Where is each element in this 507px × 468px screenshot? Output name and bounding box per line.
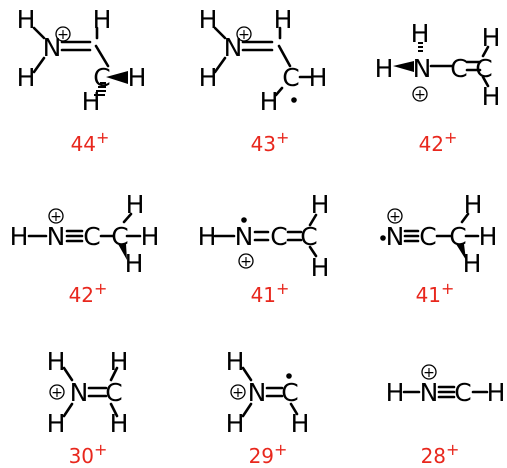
hydrogen-atom: H xyxy=(110,347,129,376)
hydrogen-atom: H xyxy=(274,5,293,34)
hydrogen-atom: H xyxy=(482,82,501,111)
hydrogen-atom: H xyxy=(199,63,218,92)
carbon-atom: C xyxy=(449,222,466,251)
positive-charge-icon: + xyxy=(49,384,65,401)
positive-charge-icon: + xyxy=(55,26,71,43)
hydrogen-atom: H xyxy=(198,222,217,251)
hydrogen-atom: H xyxy=(17,63,36,92)
hydrogen-atom: H xyxy=(311,253,330,282)
carbon-atom: C xyxy=(419,222,436,251)
nitrogen-atom: N xyxy=(47,222,66,251)
mass-label-42b: 42+ xyxy=(69,279,108,307)
hydrogen-atom: H xyxy=(375,54,394,83)
mass-label-42a: 42+ xyxy=(419,128,458,156)
hydrogen-atom: H xyxy=(309,63,328,92)
svg-text:+: + xyxy=(423,365,435,381)
nitrogen-atom: N xyxy=(43,33,62,62)
nitrogen-atom: N xyxy=(224,33,243,62)
carbon-atom: C xyxy=(281,378,298,407)
svg-text:+: + xyxy=(57,27,69,43)
nitrogen-atom: N xyxy=(386,222,405,251)
carbon-atom: C xyxy=(105,378,122,407)
mass-label-28: 28+ xyxy=(421,440,460,468)
radical-dot-icon xyxy=(241,217,247,223)
hydrogen-atom: H xyxy=(464,190,483,219)
mass-label-30: 30+ xyxy=(69,440,108,468)
mass-label-41b: 41+ xyxy=(416,279,455,307)
hydrogen-atom: H xyxy=(479,222,498,251)
carbon-atom: C xyxy=(270,222,287,251)
hydrogen-atom: H xyxy=(226,409,245,438)
hydrogen-atom: H xyxy=(82,87,101,116)
nitrogen-atom: N xyxy=(413,54,432,83)
hydrogen-atom: H xyxy=(93,5,112,34)
mass-label-29: 29+ xyxy=(249,440,288,468)
nitrogen-atom: N xyxy=(235,222,254,251)
positive-charge-icon: + xyxy=(387,208,403,225)
hydrogen-atom: H xyxy=(199,5,218,34)
positive-charge-icon: + xyxy=(421,364,437,381)
hydrogen-atom: H xyxy=(126,190,145,219)
fragment-29-structure: H N H C H + xyxy=(226,347,310,438)
svg-text:+: + xyxy=(389,209,401,225)
carbon-atom: C xyxy=(454,378,471,407)
hydrogen-atom: H xyxy=(10,222,29,251)
mass-label-41a: 41+ xyxy=(251,279,290,307)
positive-charge-icon: + xyxy=(230,384,246,401)
hydrogen-atom: H xyxy=(125,249,144,278)
nitrogen-atom: N xyxy=(70,378,89,407)
carbon-atom: C xyxy=(300,222,317,251)
nitrogen-atom: N xyxy=(420,378,439,407)
hydrogen-atom: H xyxy=(47,409,66,438)
hydrogen-atom: H xyxy=(386,378,405,407)
hydrogen-atom: H xyxy=(260,87,279,116)
fragment-41a-structure: H N C C H H + xyxy=(198,190,330,282)
positive-charge-icon: + xyxy=(236,26,252,43)
carbon-atom: C xyxy=(111,222,128,251)
mass-label-43: 43+ xyxy=(251,128,290,156)
hydrogen-atom: H xyxy=(141,222,160,251)
carbon-atom: C xyxy=(282,63,299,92)
svg-text:+: + xyxy=(238,27,250,43)
hydrogen-atom: H xyxy=(487,378,506,407)
carbon-atom: C xyxy=(83,222,100,251)
radical-dot-icon xyxy=(380,235,386,241)
fragment-41b-structure: N C C H H H + xyxy=(380,190,497,278)
fragment-43-structure: H N H H C H H + xyxy=(199,5,328,116)
nitrogen-atom: N xyxy=(248,378,267,407)
hydrogen-atom: H xyxy=(482,23,501,52)
fragment-28-structure: H N C H + xyxy=(386,364,506,407)
hydrogen-atom: H xyxy=(110,409,129,438)
svg-text:+: + xyxy=(414,87,426,103)
positive-charge-icon: + xyxy=(48,208,64,225)
svg-text:+: + xyxy=(50,209,62,225)
radical-dot-icon xyxy=(286,373,292,379)
carbon-atom: C xyxy=(475,54,492,83)
fragment-42b-structure: H N C C H H H + xyxy=(10,190,160,278)
fragment-30-structure: H N H C H H + xyxy=(47,347,129,438)
svg-text:+: + xyxy=(51,385,63,401)
svg-text:+: + xyxy=(232,385,244,401)
svg-text:+: + xyxy=(240,254,252,270)
fragment-42a-structure: H H N C C H H + xyxy=(375,19,501,111)
fragment-44-structure: H N H H C H H + xyxy=(17,5,147,116)
hydrogen-atom: H xyxy=(463,249,482,278)
positive-charge-icon: + xyxy=(412,86,428,103)
mass-label-44: 44+ xyxy=(71,128,110,156)
hydrogen-atom: H xyxy=(226,347,245,376)
carbon-atom: C xyxy=(450,54,467,83)
hydrogen-atom: H xyxy=(17,5,36,34)
hydrogen-atom: H xyxy=(47,347,66,376)
hydrogen-atom: H xyxy=(411,19,430,48)
positive-charge-icon: + xyxy=(238,253,254,270)
radical-dot-icon xyxy=(291,97,297,103)
hydrogen-atom: H xyxy=(311,190,330,219)
hydrogen-atom: H xyxy=(128,63,147,92)
hydrogen-atom: H xyxy=(291,409,310,438)
carbon-atom: C xyxy=(93,63,110,92)
